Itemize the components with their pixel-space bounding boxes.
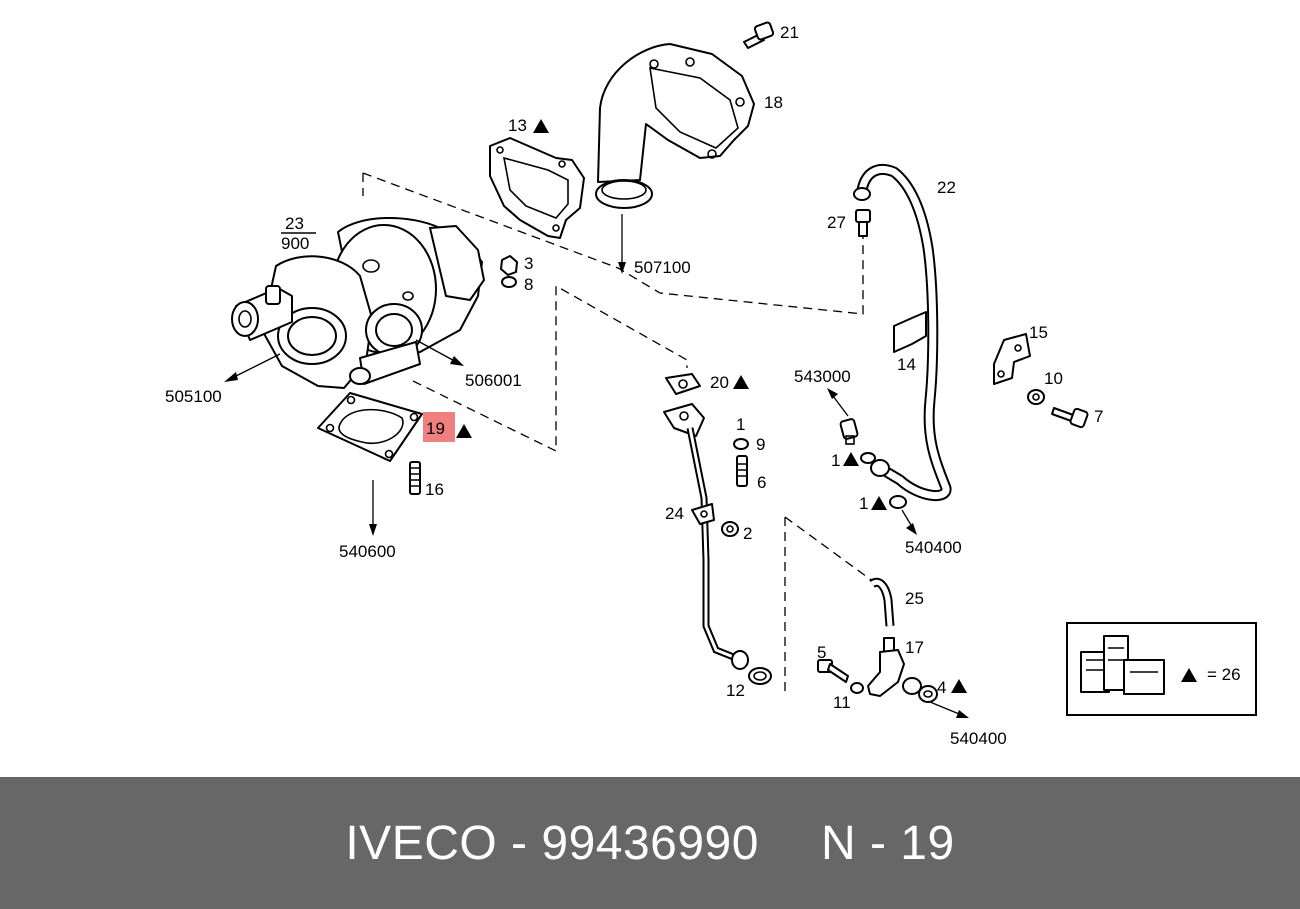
label-900: 900 [281,234,309,253]
label-17: 17 [905,638,924,657]
washer-8 [501,276,517,288]
clip-12 [748,667,772,685]
label-16: 16 [425,480,444,499]
triangle-icon [843,452,859,466]
exploded-view-drawing: 21 18 13 23 900 3 8 507100 22 27 15 14 1… [165,21,1257,748]
label-23: 23 [285,214,304,233]
bolt-7 [1051,407,1089,429]
pipe-22 [853,163,952,502]
label-20: 20 [710,373,729,392]
dashed-leaders [362,172,875,697]
label-11: 11 [833,693,851,712]
triangle-icon [951,679,967,693]
bolt-21 [743,21,775,49]
label-14: 14 [897,355,916,374]
triangle-markers [456,119,967,693]
oil-pipe-24 [663,403,749,670]
bracket-15 [993,333,1031,385]
nut-3 [500,255,518,276]
kit-legend: = 26 [1066,622,1257,716]
label-1-top: 1 [736,415,745,434]
hose-25 [869,577,895,627]
bolt-6 [736,455,748,487]
triangle-icon [1181,668,1197,682]
stud-16 [409,461,421,495]
parts-diagram: 21 18 13 23 900 3 8 507100 22 27 15 14 1… [165,21,1257,748]
label-19: 19 [426,419,445,438]
kit-equation: = 26 [1207,665,1241,684]
label-2: 2 [743,524,752,543]
label-505100: 505100 [165,387,222,406]
washer-11 [850,682,864,694]
exhaust-elbow-18 [595,43,755,209]
bracket-14 [893,311,927,353]
union-fitting [839,418,859,445]
label-15: 15 [1029,323,1048,342]
footer-banner: IVECO - 99436990 N - 19 [0,777,1300,909]
label-543000: 543000 [794,367,851,386]
label-507100: 507100 [634,258,691,277]
brand-part-number: IVECO - 99436990 [345,816,759,870]
washer-9 [733,438,749,450]
label-7: 7 [1094,407,1103,426]
label-8: 8 [524,275,533,294]
label-12: 12 [726,681,745,700]
washer-2 [721,521,739,537]
label-4: 4 [937,678,946,697]
label-3: 3 [524,254,533,273]
seal-1a [860,452,876,464]
label-13: 13 [508,116,527,135]
diagram-reference: N - 19 [820,816,955,870]
turbocharger [231,216,485,389]
callout-labels: 21 18 13 23 900 3 8 507100 22 27 15 14 1… [165,23,1103,748]
label-1-low: 1 [859,494,868,513]
highlight-19 [423,412,455,442]
label-540400-lower: 540400 [950,729,1007,748]
gasket-13 [489,137,585,239]
label-540600: 540600 [339,542,396,561]
fitting-27 [855,209,871,237]
label-27: 27 [827,213,846,232]
triangle-icon [871,496,887,510]
triangle-icon [456,424,472,438]
gasket-19 [317,392,423,462]
washer-4 [918,685,938,703]
label-9: 9 [756,435,765,454]
triangle-icon [533,119,549,133]
label-6: 6 [757,473,766,492]
gasket-20 [665,373,701,395]
label-25: 25 [905,589,924,608]
kit-box-icon [1080,635,1165,695]
label-21: 21 [780,23,799,42]
label-506001: 506001 [465,371,522,390]
washer-10 [1027,389,1045,405]
seal-1b [889,495,907,509]
label-1-mid: 1 [831,451,840,470]
label-24: 24 [665,504,684,523]
reference-arrows [224,214,969,718]
connector-17 [867,637,922,697]
label-10: 10 [1044,369,1063,388]
label-22: 22 [937,178,956,197]
bolt-5 [817,659,849,683]
label-5: 5 [817,643,826,662]
label-18: 18 [764,93,783,112]
triangle-icon [733,375,749,389]
label-540400-upper: 540400 [905,538,962,557]
